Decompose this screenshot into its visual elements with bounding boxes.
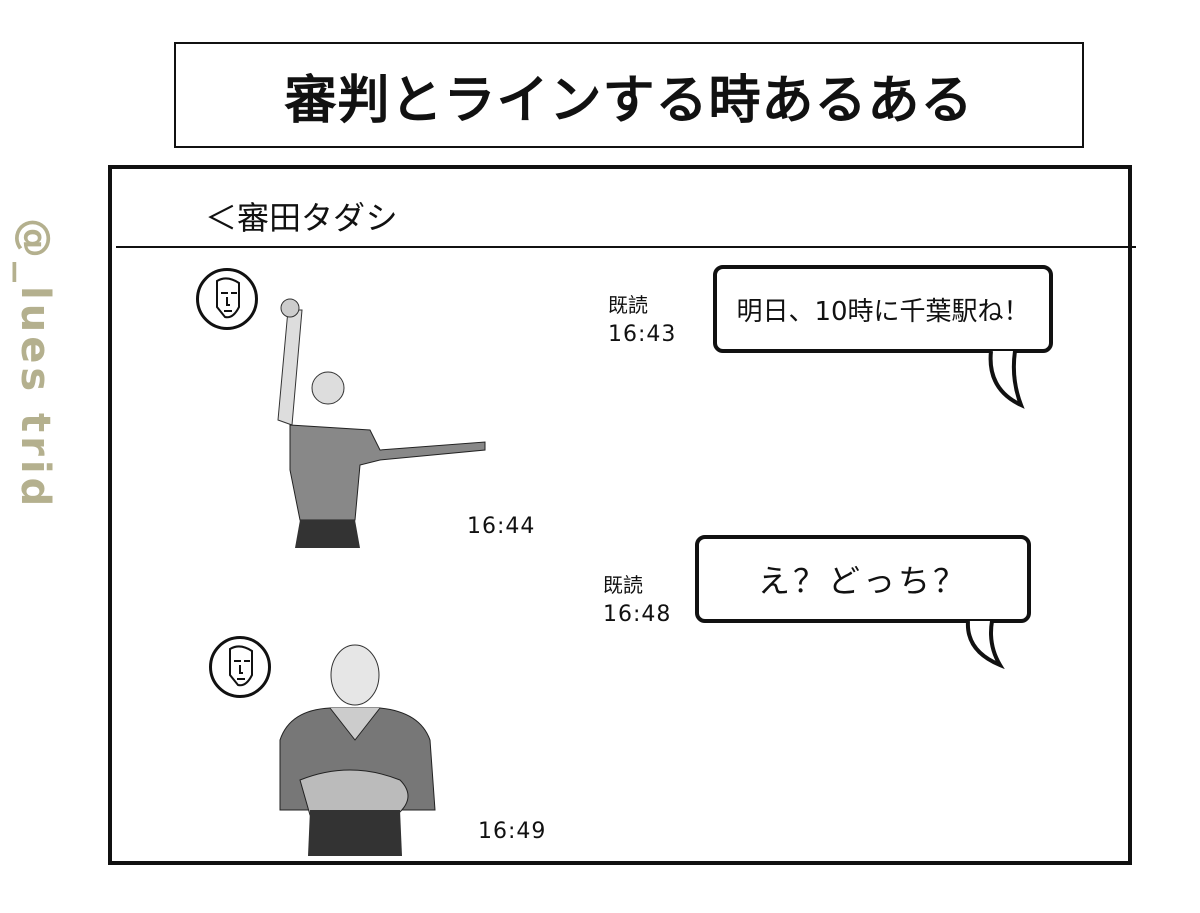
read-receipt: 既読 16:43 [608, 290, 676, 350]
watermark: @_lues trid [12, 218, 58, 511]
read-label: 既読 [608, 293, 648, 317]
referee-arms-rolling-image [279, 644, 436, 856]
referee-face-icon [216, 277, 240, 319]
bubble-tail [988, 350, 1025, 409]
message-time: 16:49 [478, 819, 547, 844]
title-box: 審判とラインする時あるある [174, 42, 1084, 148]
message-text: え？どっち？ [757, 562, 968, 600]
bubble-tail [965, 620, 1005, 669]
referee-arm-raised-image [277, 298, 486, 548]
message-text: 明日、10時に千葉駅ね！ [736, 296, 1030, 327]
message-bubble[interactable]: 明日、10時に千葉駅ね！ [713, 265, 1053, 353]
read-label: 既読 [603, 573, 643, 597]
avatar[interactable] [209, 636, 271, 698]
header-divider [116, 246, 1136, 248]
page-title: 審判とラインする時あるある [284, 70, 974, 131]
message-bubble[interactable]: え？どっち？ [695, 535, 1031, 623]
message-time: 16:44 [467, 514, 536, 539]
avatar[interactable] [196, 268, 258, 330]
message-time: 16:48 [603, 602, 672, 627]
message-time: 16:43 [608, 322, 677, 347]
read-receipt: 既読 16:48 [603, 570, 671, 630]
chat-header-contact[interactable]: ＜審田タダシ [205, 199, 398, 237]
chat-frame [108, 165, 1132, 865]
referee-face-icon [229, 645, 253, 687]
